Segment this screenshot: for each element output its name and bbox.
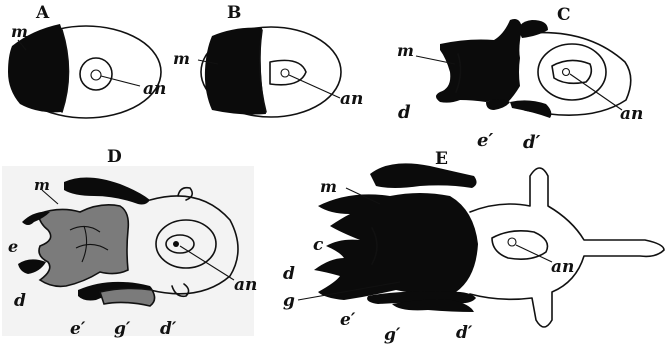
panel-e-mouth-region — [314, 193, 478, 300]
panel-a-anus — [91, 70, 101, 80]
panel-d-title: D — [107, 147, 122, 167]
panel-c-top-lobe — [519, 20, 548, 38]
panel-c-anal-ring-inner — [552, 60, 591, 83]
panel-e-label-g: g — [283, 291, 295, 311]
panel-d-label-an: an — [234, 275, 257, 295]
panel-e-anus — [508, 238, 516, 246]
panel-e-label-d-prime: d′ — [456, 323, 473, 343]
panel-e-outline — [470, 168, 664, 327]
panel-d-label-g-prime: g′ — [114, 319, 131, 339]
panel-e-label-d: d — [283, 264, 295, 284]
panel-b-mouth-region — [205, 28, 266, 115]
panel-b-an-leader — [289, 75, 340, 98]
panel-e: E m an c d g e′ g′ d′ — [283, 149, 664, 344]
panel-c-label-an: an — [620, 104, 643, 124]
panel-d-label-e: e — [8, 237, 18, 256]
panel-b-label-an: an — [340, 89, 363, 109]
panel-c-an-leader — [570, 74, 622, 110]
panel-e-top-lobe — [370, 163, 477, 188]
panel-c-label-m: m — [397, 41, 414, 60]
panel-a-an-leader — [101, 76, 140, 86]
panel-c: C m an d e′ d′ — [397, 5, 643, 153]
panel-d: D m an e d e′ g′ d′ — [2, 147, 257, 339]
panel-e-label-m: m — [320, 177, 337, 196]
panel-c-label-d: d — [398, 102, 411, 123]
panel-b-title: B — [227, 3, 241, 23]
panel-d-label-e-prime: e′ — [70, 319, 86, 339]
panel-d-anus — [173, 241, 179, 247]
panel-c-anus — [563, 69, 570, 76]
panel-a-label-m: m — [11, 22, 28, 41]
panel-d-label-d: d — [14, 291, 26, 311]
panel-e-label-g-prime: g′ — [384, 325, 401, 344]
panel-b: B m an — [173, 3, 363, 117]
panel-e-anal-ring — [492, 231, 548, 259]
panel-c-title: C — [557, 5, 571, 25]
panel-a-title: A — [35, 3, 50, 23]
panel-e-label-c: c — [313, 235, 324, 255]
panel-c-label-d-prime: d′ — [523, 132, 541, 153]
panel-c-label-e-prime: e′ — [477, 130, 493, 151]
panel-c-d-lobe — [510, 100, 551, 118]
panel-d-g-prime-lobe — [100, 288, 155, 306]
panel-a-anal-ring — [80, 58, 112, 90]
panel-c-mouth-region — [436, 19, 522, 103]
panel-a-label-an: an — [143, 79, 166, 99]
panel-b-anus — [281, 69, 289, 77]
panel-b-anal-ring — [270, 60, 306, 84]
panel-b-label-m: m — [173, 49, 190, 68]
panel-c-e-lobe — [486, 99, 510, 110]
panel-d-label-m: m — [34, 176, 50, 194]
panel-a: A m an — [8, 3, 166, 118]
panel-d-label-d-prime: d′ — [160, 319, 177, 339]
panel-e-title: E — [435, 149, 448, 169]
panel-e-label-e-prime: e′ — [340, 310, 356, 330]
panel-e-label-an: an — [551, 257, 574, 277]
